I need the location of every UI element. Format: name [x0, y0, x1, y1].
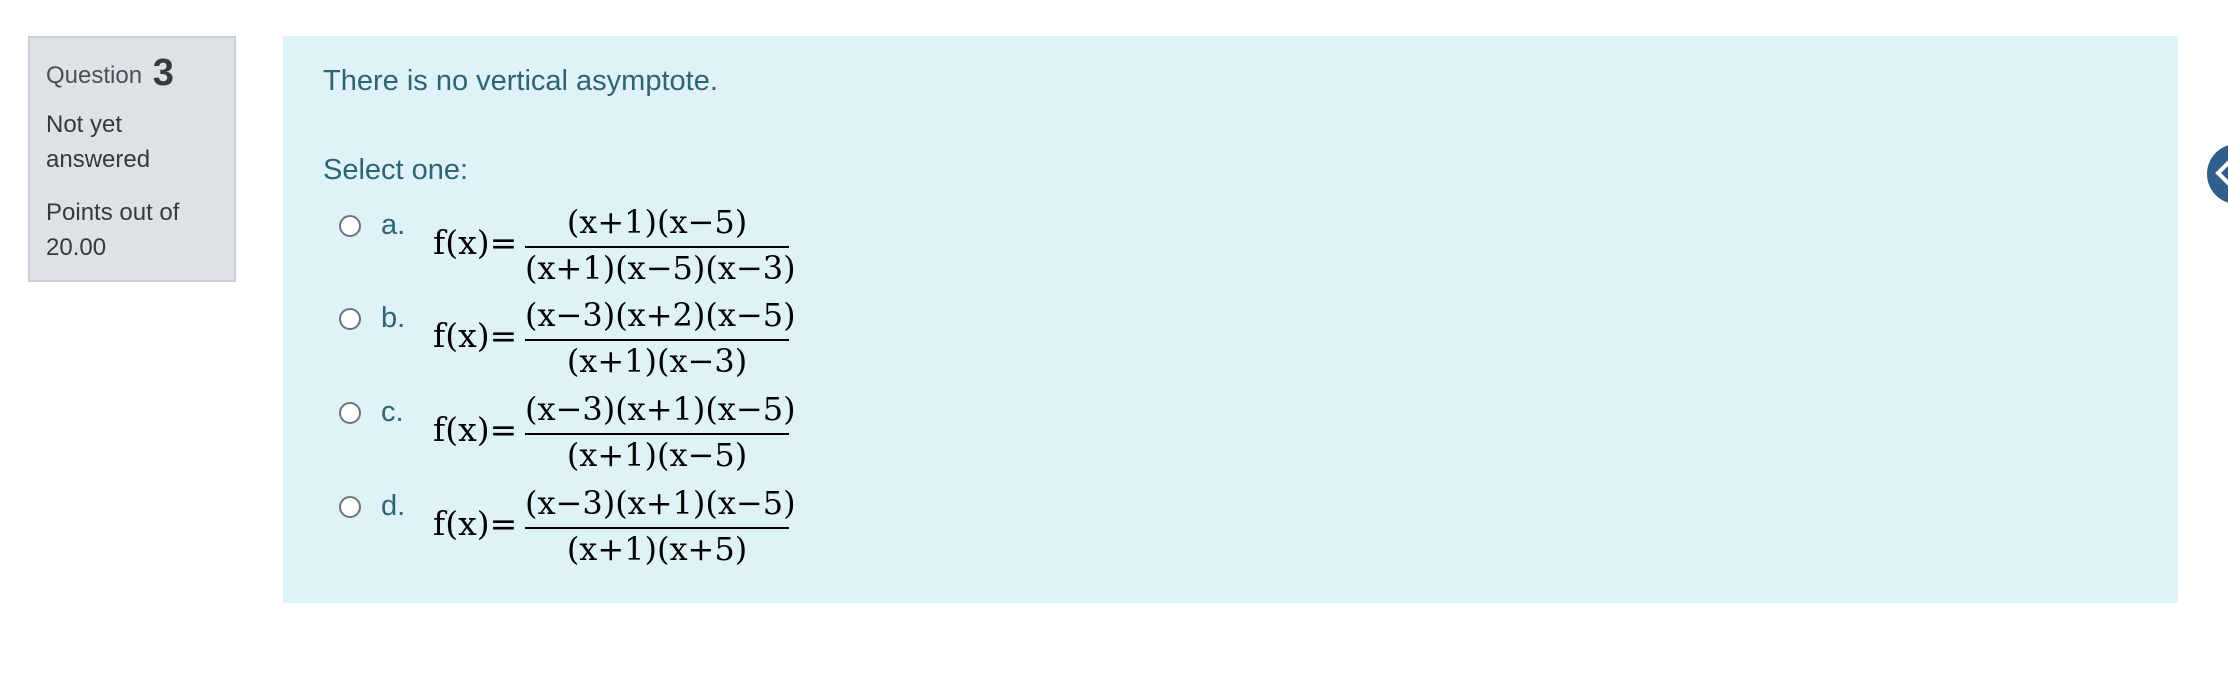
drawer-toggle-button[interactable]: [2207, 144, 2228, 204]
question-number-line: Question 3: [46, 52, 218, 97]
option-letter: d.: [381, 490, 406, 522]
option-letter: b.: [381, 302, 406, 334]
answer-option-a[interactable]: a. f(x)= (x+1)(x−5) (x+1)(x−5)(x−3): [339, 201, 939, 293]
radio-button-c[interactable]: [339, 402, 361, 424]
question-formulation: There is no vertical asymptote. Select o…: [283, 36, 2178, 603]
formula-lhs: f(x)=: [433, 223, 518, 262]
question-number: 3: [152, 52, 174, 94]
question-points: Points out of 20.00: [46, 195, 218, 265]
chevron-left-icon: [2215, 160, 2228, 186]
radio-button-b[interactable]: [339, 308, 361, 330]
option-letter: c.: [381, 396, 404, 428]
numerator: (x+1)(x−5): [566, 203, 748, 241]
answer-option-c[interactable]: c. f(x)= (x−3)(x+1)(x−5) (x+1)(x−5): [339, 388, 939, 480]
points-line-2: 20.00: [46, 234, 107, 261]
fraction: (x−3)(x+1)(x−5) (x+1)(x−5): [525, 388, 796, 480]
status-line-2: answered: [46, 146, 151, 173]
status-line-1: Not yet: [46, 111, 123, 138]
question-info: Question 3 Not yet answered Points out o…: [28, 36, 236, 282]
select-one-prompt: Select one:: [323, 154, 469, 186]
denominator: (x+1)(x−3): [566, 342, 748, 380]
numerator: (x−3)(x+1)(x−5): [525, 390, 796, 428]
formula-lhs: f(x)=: [433, 504, 518, 543]
numerator: (x−3)(x+1)(x−5): [525, 484, 796, 522]
points-line-1: Points out of: [46, 199, 180, 226]
denominator: (x+1)(x−5): [566, 436, 748, 474]
answer-option-d[interactable]: d. f(x)= (x−3)(x+1)(x−5) (x+1)(x+5): [339, 482, 939, 574]
radio-button-a[interactable]: [339, 215, 361, 237]
question-status: Not yet answered: [46, 107, 218, 177]
formula-lhs: f(x)=: [433, 316, 518, 355]
fraction: (x−3)(x+2)(x−5) (x+1)(x−3): [525, 294, 796, 386]
fraction-bar: [525, 339, 789, 341]
fraction-bar: [525, 433, 789, 435]
formula-lhs: f(x)=: [433, 410, 518, 449]
question-text: There is no vertical asymptote.: [323, 65, 718, 97]
fraction: (x+1)(x−5) (x+1)(x−5)(x−3): [525, 201, 796, 293]
denominator: (x+1)(x+5): [566, 530, 748, 568]
numerator: (x−3)(x+2)(x−5): [525, 296, 796, 334]
fraction: (x−3)(x+1)(x−5) (x+1)(x+5): [525, 482, 796, 574]
option-letter: a.: [381, 209, 406, 241]
fraction-bar: [525, 527, 789, 529]
answer-option-b[interactable]: b. f(x)= (x−3)(x+2)(x−5) (x+1)(x−3): [339, 294, 939, 386]
denominator: (x+1)(x−5)(x−3): [525, 249, 796, 287]
radio-button-d[interactable]: [339, 496, 361, 518]
question-label: Question: [46, 62, 143, 89]
fraction-bar: [525, 246, 789, 248]
